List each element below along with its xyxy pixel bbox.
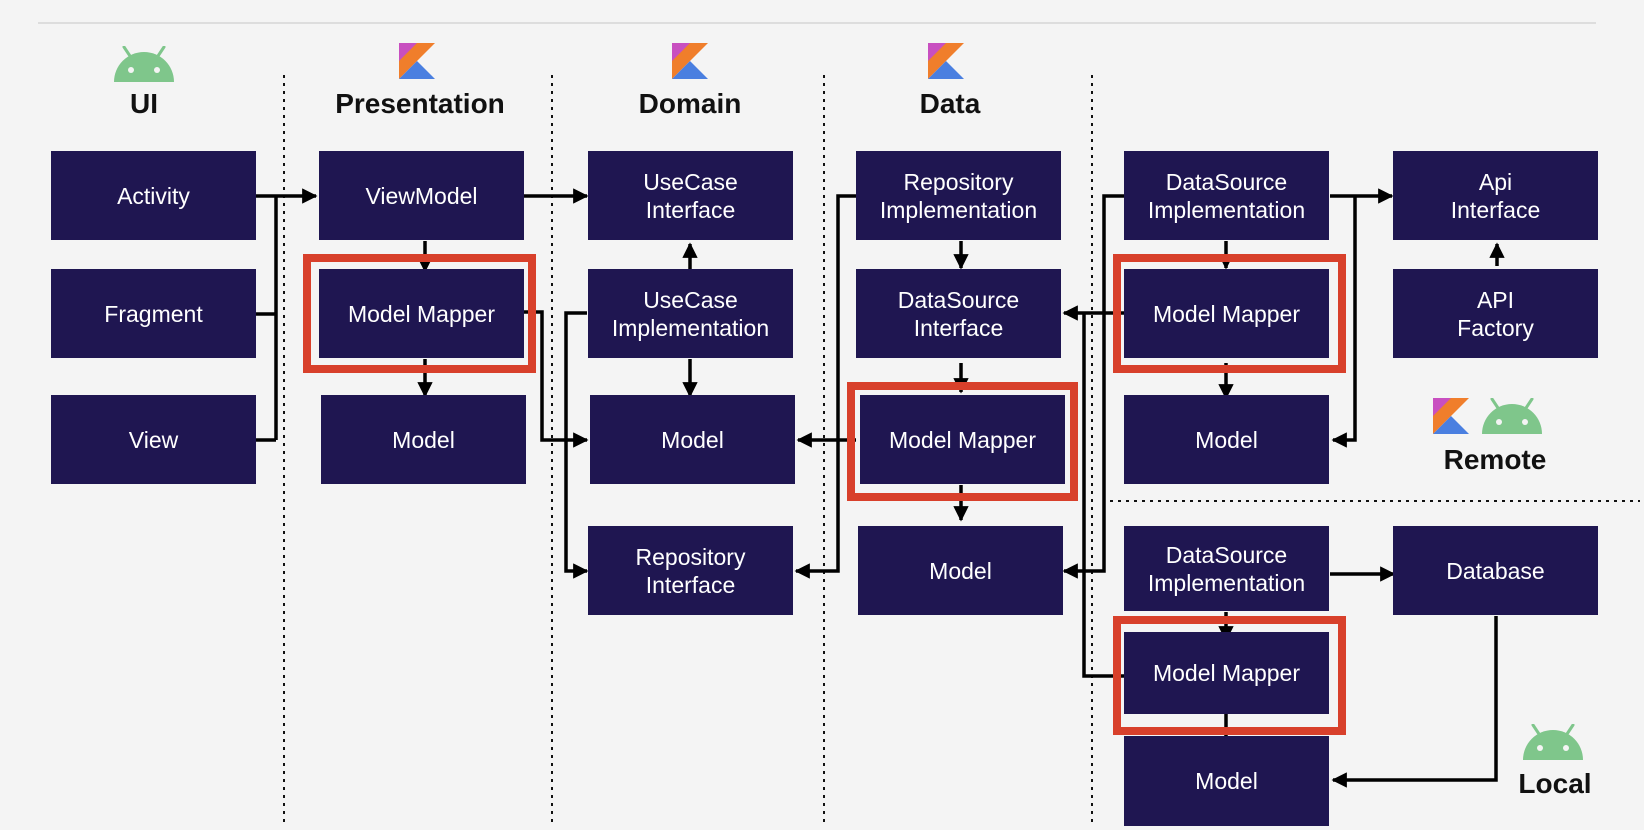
fragment-box: Fragment — [51, 269, 256, 358]
header-domain: Domain — [638, 88, 742, 119]
datasource-interface-box: DataSource Interface — [856, 269, 1061, 358]
repository-implementation-box: Repository Implementation — [856, 151, 1061, 240]
remote-datasource-implementation-box: DataSource Implementation — [1124, 151, 1329, 240]
kotlin-icon — [672, 43, 708, 79]
local-model-box: Model — [1124, 736, 1329, 826]
android-icon — [1523, 724, 1583, 760]
presentation-model-mapper-box: Model Mapper — [319, 269, 524, 358]
api-factory-box: API Factory — [1393, 269, 1598, 358]
android-icon — [1482, 398, 1542, 434]
usecase-implementation-box: UseCase Implementation — [588, 269, 793, 358]
domain-model-box: Model — [590, 395, 795, 484]
local-model-mapper-box: Model Mapper — [1124, 632, 1329, 714]
presentation-model-box: Model — [321, 395, 526, 484]
activity-box: Activity — [51, 151, 256, 240]
data-model-box: Model — [858, 526, 1063, 615]
kotlin-icon — [928, 43, 964, 79]
remote-model-box: Model — [1124, 395, 1329, 484]
header-data: Data — [919, 88, 981, 119]
android-icon — [114, 46, 174, 82]
repository-interface-box: Repository Interface — [588, 526, 793, 615]
data-mapper-highlight — [847, 382, 1078, 501]
kotlin-icon — [1433, 398, 1469, 434]
local-datasource-implementation-box: DataSource Implementation — [1124, 526, 1329, 611]
layer-separators — [283, 75, 1640, 822]
api-interface-box: Api Interface — [1393, 151, 1598, 240]
header-ui: UI — [130, 88, 158, 119]
remote-model-mapper-box: Model Mapper — [1124, 269, 1329, 358]
header-presentation: Presentation — [335, 88, 505, 119]
presentation-mapper-highlight — [303, 254, 536, 373]
header-local: Local — [1518, 768, 1592, 799]
local-mapper-highlight — [1113, 616, 1346, 735]
view-box: View — [51, 395, 256, 484]
header-remote: Remote — [1443, 444, 1547, 475]
database-box: Database — [1393, 526, 1598, 615]
viewmodel-box: ViewModel — [319, 151, 524, 240]
usecase-interface-box: UseCase Interface — [588, 151, 793, 240]
kotlin-icon — [399, 43, 435, 79]
data-model-mapper-box: Model Mapper — [860, 395, 1065, 484]
remote-mapper-highlight — [1113, 254, 1346, 373]
